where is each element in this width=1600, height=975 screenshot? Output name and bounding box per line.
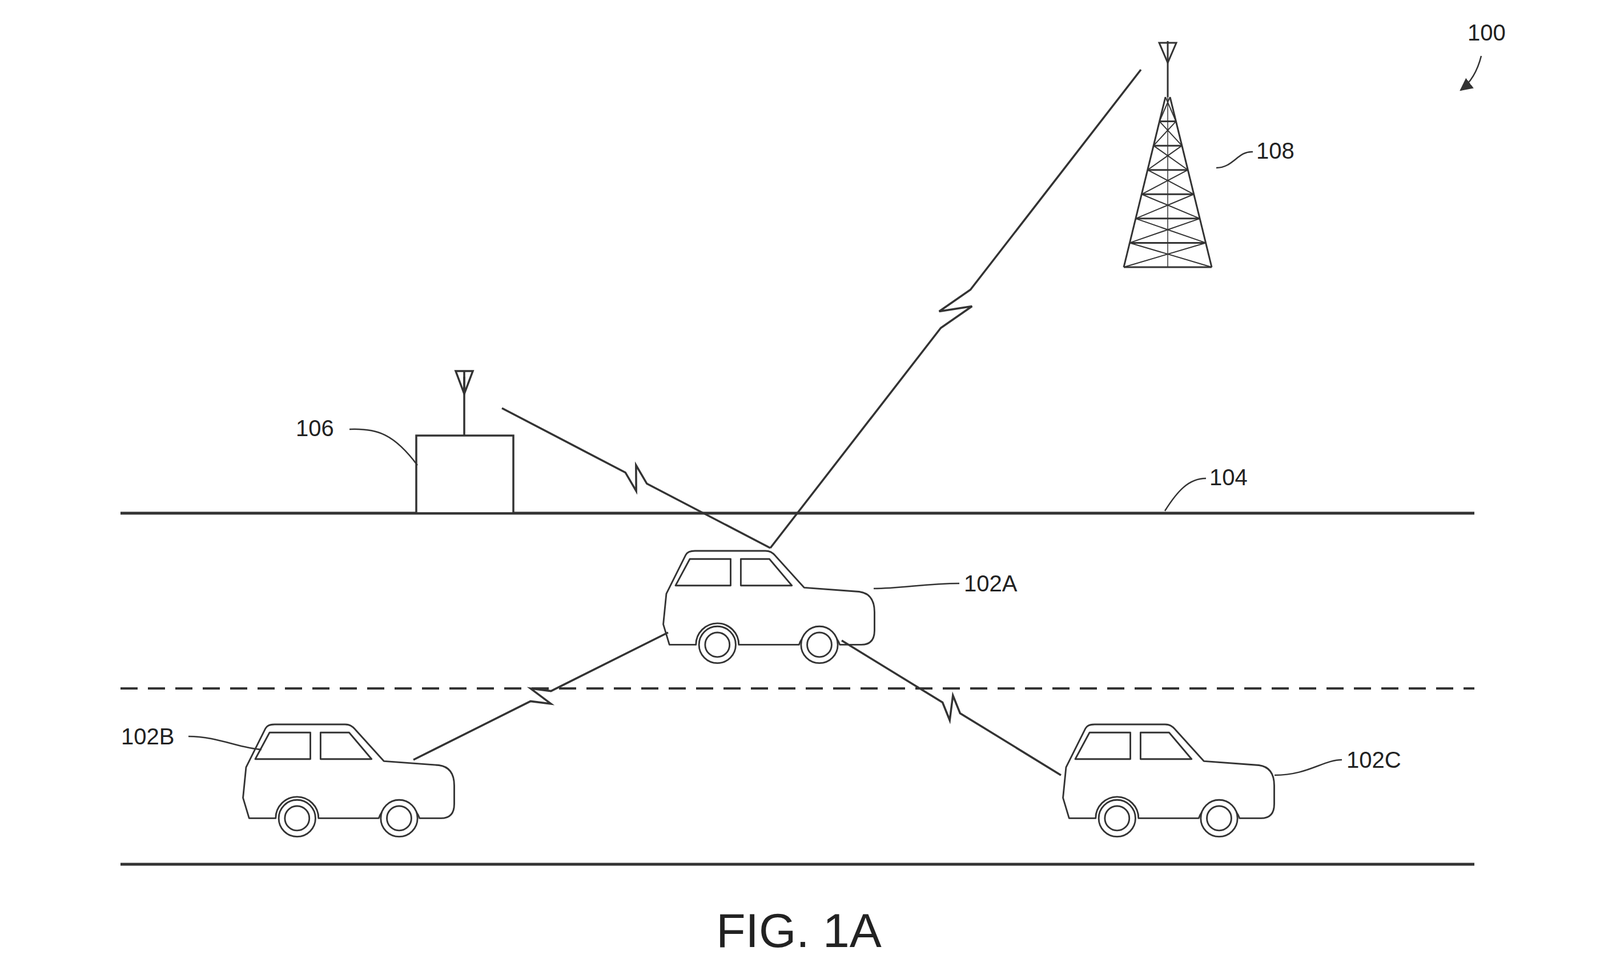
roadside-unit — [416, 371, 514, 514]
callout-number: 108 — [1256, 137, 1295, 164]
callout-number: 102A — [963, 570, 1017, 597]
leader-line — [1274, 760, 1342, 776]
wireless-link — [770, 69, 1141, 549]
leader-line — [188, 736, 262, 750]
lane-divider — [120, 687, 1475, 690]
wireless-link — [413, 632, 669, 761]
leader-line — [873, 583, 960, 589]
reference-arrow — [1460, 55, 1482, 91]
vehicle — [663, 551, 875, 664]
wireless-link — [501, 408, 771, 549]
callout-number: 100 — [1467, 19, 1506, 46]
figure-caption: FIG. 1A — [627, 903, 971, 959]
vehicle — [1063, 724, 1275, 838]
callout-number: 104 — [1209, 464, 1248, 491]
vehicle — [243, 724, 455, 838]
callout-number: 102C — [1346, 746, 1402, 774]
wireless-link — [841, 640, 1061, 776]
leader-line — [349, 429, 418, 466]
callout-number: 102B — [121, 723, 175, 750]
callout-number: 106 — [295, 415, 335, 442]
leader-line — [1216, 151, 1253, 168]
leader-line — [1164, 478, 1206, 512]
road-edge — [120, 863, 1475, 867]
